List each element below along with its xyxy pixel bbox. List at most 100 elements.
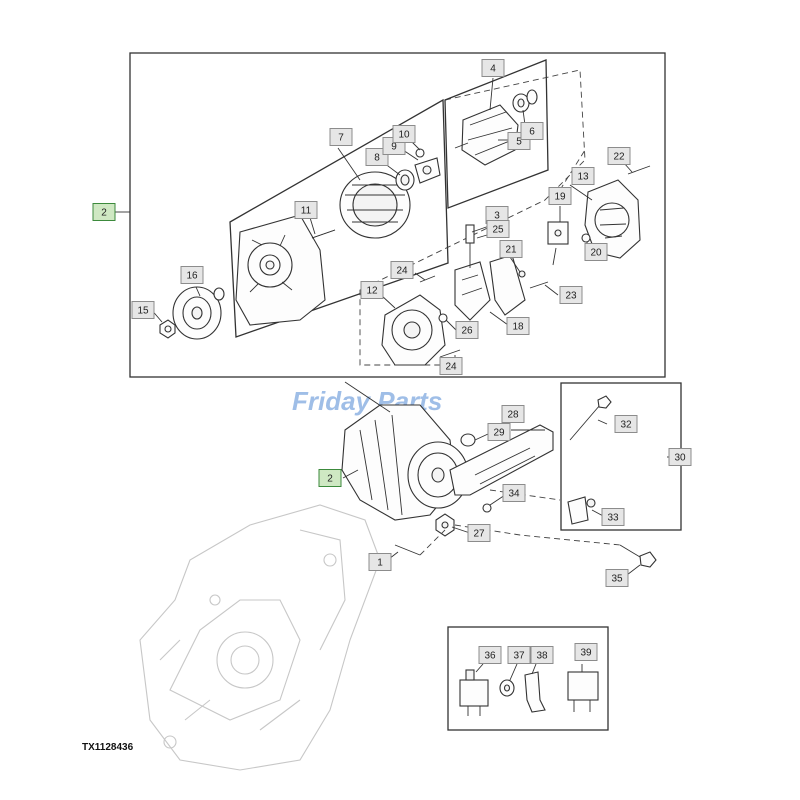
callout-box (439, 357, 463, 375)
callout-22: 22 (607, 147, 631, 165)
callout-number: 32 (620, 420, 632, 431)
callout-20: 20 (584, 243, 608, 261)
callout-30: 30 (668, 448, 692, 466)
callout-number: 6 (529, 127, 535, 138)
screw-22 (627, 165, 651, 175)
callout-box (478, 646, 502, 664)
nut-20 (581, 233, 591, 243)
nut-33 (567, 496, 596, 525)
callout-24: 24 (439, 357, 463, 375)
callout-number: 30 (674, 453, 686, 464)
callout-3: 3 (485, 206, 509, 224)
callout-box (548, 187, 572, 205)
callout-number: 37 (513, 651, 525, 662)
callout-7: 7 (329, 128, 353, 146)
callout-number: 20 (590, 248, 602, 259)
callout-box (584, 243, 608, 261)
callout-box (329, 128, 353, 146)
callout-34: 34 (502, 484, 526, 502)
relay-36 (459, 669, 489, 716)
terminal-insulator (547, 221, 569, 266)
callout-box (318, 469, 342, 487)
callout-number: 12 (366, 286, 378, 297)
callout-number: 28 (507, 410, 519, 421)
washer-37 (499, 679, 515, 697)
screw-23 (529, 281, 549, 289)
callout-box (392, 125, 416, 143)
callout-box (571, 167, 595, 185)
callout-39: 39 (574, 643, 598, 661)
washer-26 (438, 313, 448, 323)
retainer-plate (414, 157, 441, 184)
callout-number: 5 (516, 137, 522, 148)
callout-box (455, 321, 479, 339)
callout-number: 29 (493, 428, 505, 439)
callout-15: 15 (131, 301, 155, 319)
callout-number: 34 (508, 489, 520, 500)
brush-holder-3 (465, 224, 475, 268)
through-bolt (311, 229, 336, 239)
callout-number: 1 (377, 558, 383, 569)
callout-number: 25 (492, 225, 504, 236)
callout-2: 2 (92, 203, 116, 221)
rectifier-dashed-outline (359, 69, 586, 366)
callout-number: 35 (611, 574, 623, 585)
callout-number: 3 (494, 211, 500, 222)
callout-box (501, 405, 525, 423)
figure-id: TX1128436 (82, 742, 134, 753)
callout-23: 23 (559, 286, 583, 304)
rear-cover (584, 179, 641, 259)
callout-box (506, 317, 530, 335)
callout-box (520, 122, 544, 140)
callout-labels: 1223456789101112131516181920212223242425… (92, 59, 692, 664)
bearing (395, 169, 415, 191)
callout-box (530, 646, 554, 664)
rectifier (454, 261, 491, 321)
callout-number: 38 (536, 651, 548, 662)
callout-10: 10 (392, 125, 416, 143)
callout-box (360, 281, 384, 299)
relay-kit-frame (447, 626, 609, 731)
callout-21: 21 (499, 240, 523, 258)
callout-number: 2 (101, 208, 107, 219)
stud-1 (394, 544, 421, 556)
spacer-29 (460, 433, 476, 447)
callout-box (614, 415, 638, 433)
callout-box (467, 524, 491, 542)
callout-number: 13 (577, 172, 589, 183)
callout-number: 9 (391, 142, 397, 153)
nut-27 (435, 513, 455, 537)
callout-38: 38 (530, 646, 554, 664)
callout-11: 11 (294, 201, 318, 219)
housing-panel (229, 98, 449, 338)
callout-number: 27 (473, 529, 485, 540)
upper-exploded-frame (129, 52, 666, 378)
callout-number: 15 (137, 306, 149, 317)
callout-2: 2 (318, 469, 342, 487)
callout-number: 11 (301, 206, 312, 217)
callout-number: 19 (554, 192, 566, 203)
callout-number: 23 (565, 291, 577, 302)
callout-26: 26 (455, 321, 479, 339)
callout-box (486, 220, 510, 238)
callout-box (574, 643, 598, 661)
bolt-24-upper (419, 275, 436, 283)
callout-box (92, 203, 116, 221)
callout-box (607, 147, 631, 165)
callout-27: 27 (467, 524, 491, 542)
callout-29: 29 (487, 423, 511, 441)
screw-10 (415, 148, 425, 158)
callout-1: 1 (368, 553, 392, 571)
callout-number: 8 (374, 153, 380, 164)
callout-number: 10 (398, 130, 410, 141)
bracket-38 (524, 671, 546, 713)
callout-box (294, 201, 318, 219)
callout-number: 36 (484, 651, 496, 662)
callout-6: 6 (520, 122, 544, 140)
callout-number: 33 (607, 513, 619, 524)
callout-number: 22 (613, 152, 625, 163)
front-housing (235, 214, 326, 326)
callout-13: 13 (571, 167, 595, 185)
